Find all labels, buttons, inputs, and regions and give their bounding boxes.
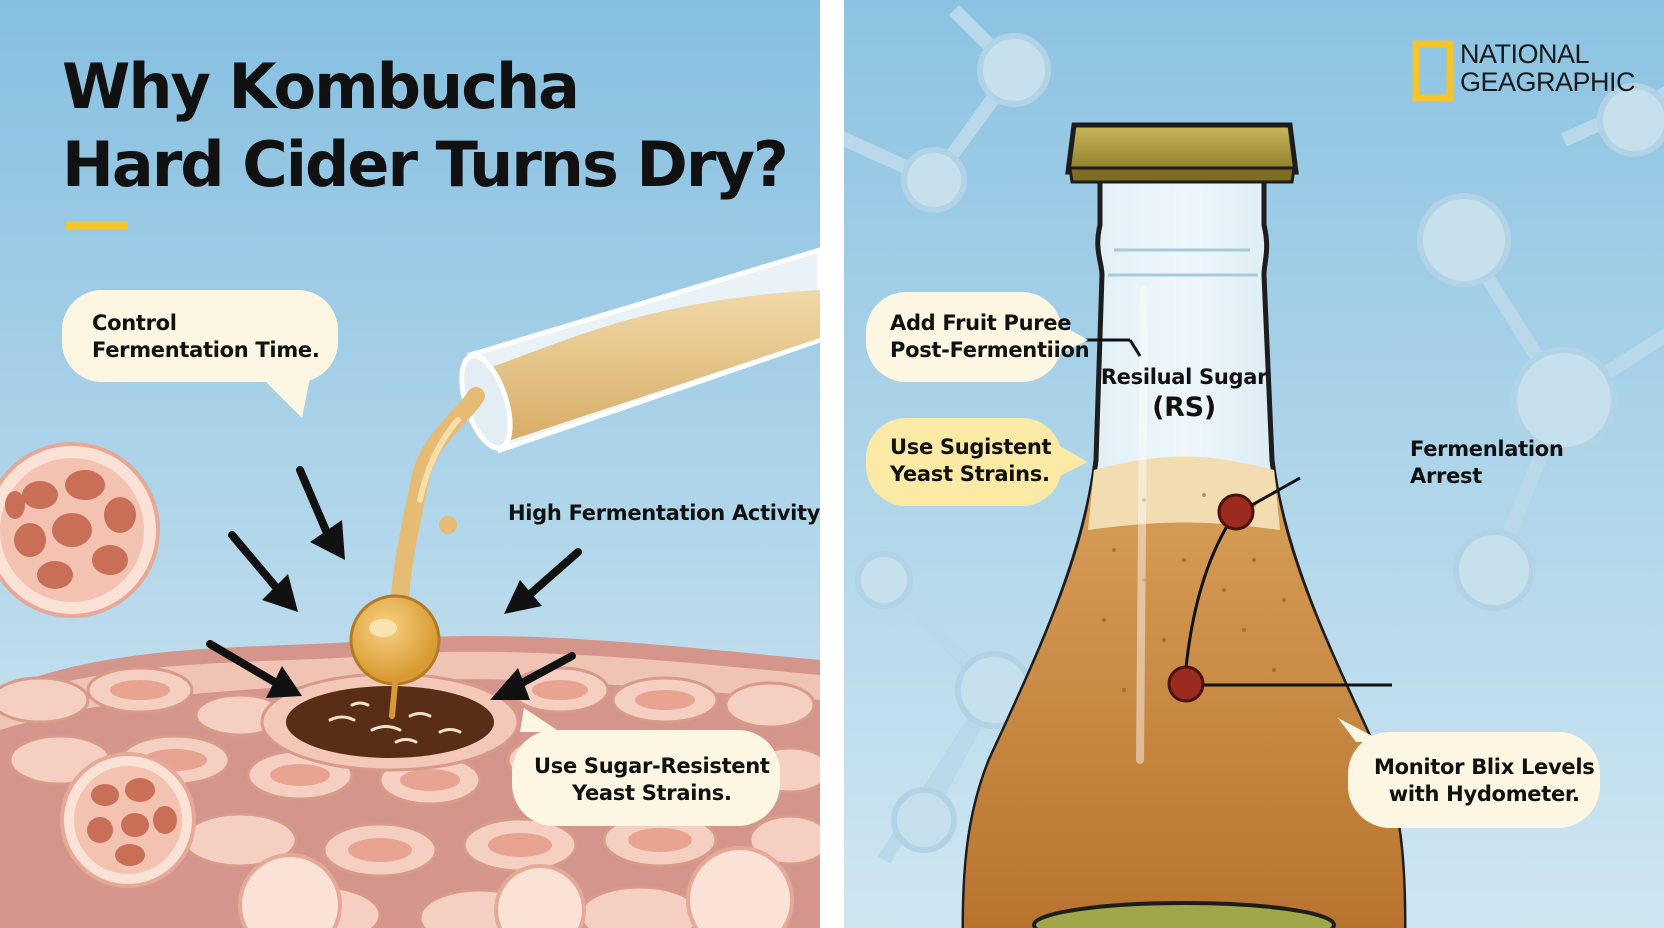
test-tube — [349, 247, 820, 719]
speech-bubble-yeast — [512, 708, 780, 826]
logo-line-2: GEAGRAPHIC — [1460, 67, 1636, 97]
bubble-yeast-right-text: Use Sugistent Yeast Strains. — [890, 434, 1052, 488]
title-line-2: Hard Cider Turns Dry? — [62, 128, 789, 201]
arrow-icon — [296, 466, 345, 560]
arrow-icon — [206, 640, 302, 698]
speech-bubble-yeast-right — [866, 418, 1088, 506]
label-arrest-line-2: Arrest — [1410, 464, 1482, 488]
bubble-control-line-2: Fermentation Time. — [92, 338, 320, 362]
bubble-yeast-line-2: Yeast Strains. — [571, 781, 732, 805]
bubble-monitor-text: Monitor Blix Levels with Hydometer. — [1374, 754, 1595, 808]
label-high-fermentation: High Fermentation Activity — [508, 501, 820, 525]
bubble-fruit-text: Add Fruit Puree Post-Fermentiion — [890, 310, 1090, 364]
label-residual-sugar: Resilual Sugar (RS) — [1094, 364, 1274, 425]
logo-frame-icon — [1412, 40, 1454, 102]
arrow-icon — [490, 652, 576, 700]
right-panel: NATIONAL GEAGRAPHIC Add Fruit Puree Post… — [844, 0, 1664, 928]
speech-bubble-monitor — [1338, 718, 1600, 828]
bubble-yeast-line-1: Use Sugar-Resistent — [534, 754, 770, 778]
bubble-fruit-line-1: Add Fruit Puree — [890, 311, 1072, 335]
speech-bubble-control — [62, 290, 338, 418]
bubble-control-line-1: Control — [92, 311, 177, 335]
bubble-yeast-right-line-2: Yeast Strains. — [890, 462, 1050, 486]
right-illustration — [844, 0, 1664, 928]
logo-line-1: NATIONAL — [1460, 39, 1590, 69]
title-line-1: Why Kombucha — [62, 50, 580, 123]
bubble-monitor-line-2: with Hydometer. — [1388, 782, 1580, 806]
logo-text: NATIONAL GEAGRAPHIC — [1460, 39, 1636, 97]
label-arrest-line-1: Fermenlation — [1410, 437, 1564, 461]
arrow-icon — [504, 548, 582, 614]
yeast-cell-icon — [60, 752, 196, 888]
bubble-yeast-right-line-1: Use Sugistent — [890, 435, 1052, 459]
bubble-monitor-line-1: Monitor Blix Levels — [1374, 755, 1595, 779]
label-fermentation-arrest: Fermenlation Arrest — [1410, 436, 1564, 490]
bubble-fruit-line-2: Post-Fermentiion — [890, 338, 1090, 362]
bubble-yeast-text: Use Sugar-Resistent Yeast Strains. — [534, 753, 770, 807]
label-rs-line-1: Resilual Sugar — [1100, 365, 1268, 389]
speech-bubble-fruit — [866, 292, 1088, 382]
arrow-icon — [228, 531, 298, 612]
page-title: Why Kombucha Hard Cider Turns Dry? — [62, 48, 789, 204]
left-panel: Why Kombucha Hard Cider Turns Dry? Contr… — [0, 0, 820, 928]
title-accent-bar — [66, 221, 128, 229]
label-rs-line-2: (RS) — [1152, 392, 1216, 423]
left-illustration — [0, 0, 820, 928]
bubble-control-text: Control Fermentation Time. — [92, 310, 320, 364]
yeast-cell-icon — [0, 442, 160, 618]
